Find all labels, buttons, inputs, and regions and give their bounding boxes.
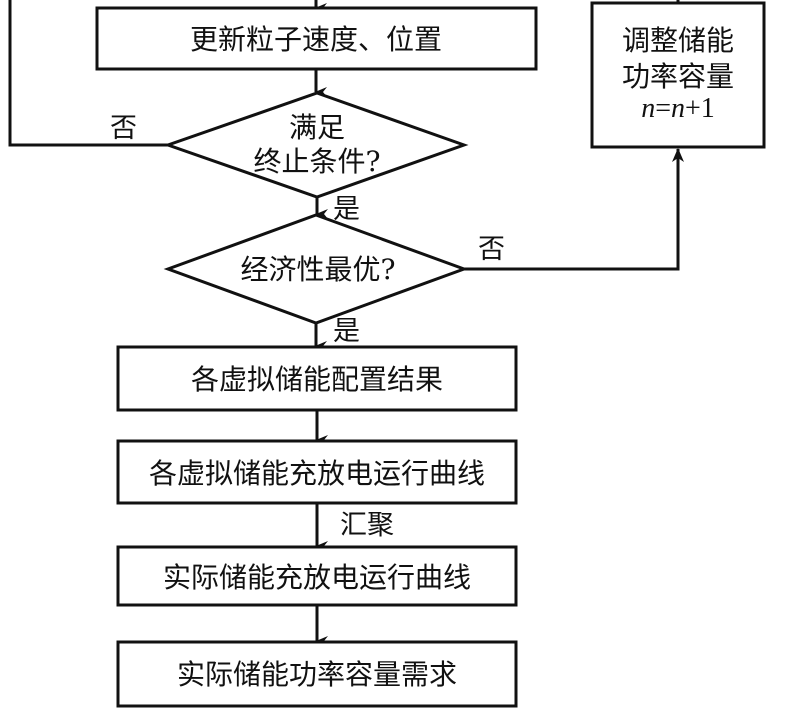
node-virtual-config-text: 各虚拟储能配置结果 — [191, 363, 443, 396]
formula-var2: n — [671, 93, 685, 124]
node-virtual-config: 各虚拟储能配置结果 — [116, 345, 518, 412]
edge-termination-no-loop — [8, 0, 168, 147]
node-virtual-curves-text: 各虚拟储能充放电运行曲线 — [149, 457, 485, 490]
node-update-particles: 更新粒子速度、位置 — [95, 6, 538, 71]
label-aggregate: 汇聚 — [340, 510, 394, 541]
node-actual-curves: 实际储能充放电运行曲线 — [116, 545, 518, 607]
node-adjust-capacity-line2: 功率容量 — [622, 60, 734, 93]
label-termination-no: 否 — [110, 113, 137, 144]
node-adjust-capacity-formula: n=n+1 — [641, 93, 715, 124]
node-actual-demand: 实际储能功率容量需求 — [116, 640, 518, 708]
label-economic-no: 否 — [478, 234, 505, 265]
node-economic-check-text: 经济性最优? — [240, 253, 395, 286]
node-economic-check: 经济性最优? — [163, 213, 469, 325]
label-termination-yes: 是 — [333, 194, 360, 225]
node-virtual-curves: 各虚拟储能充放电运行曲线 — [116, 439, 518, 505]
node-actual-curves-text: 实际储能充放电运行曲线 — [163, 561, 471, 594]
edge-economic-no-to-adjust — [464, 148, 684, 271]
node-adjust-capacity-line1: 调整储能 — [622, 24, 734, 57]
formula-rest: +1 — [685, 93, 715, 124]
node-actual-demand-text: 实际储能功率容量需求 — [177, 658, 457, 691]
node-termination-check: 满足 终止条件? — [163, 91, 469, 199]
label-economic-yes: 是 — [333, 316, 360, 347]
node-update-particles-text: 更新粒子速度、位置 — [190, 23, 442, 56]
node-adjust-capacity: 调整储能 功率容量 n=n+1 — [590, 1, 766, 149]
formula-eq: = — [655, 93, 671, 124]
formula-var1: n — [641, 93, 655, 124]
node-termination-check-line2: 终止条件? — [253, 145, 380, 178]
node-termination-check-line1: 满足 — [289, 111, 345, 144]
